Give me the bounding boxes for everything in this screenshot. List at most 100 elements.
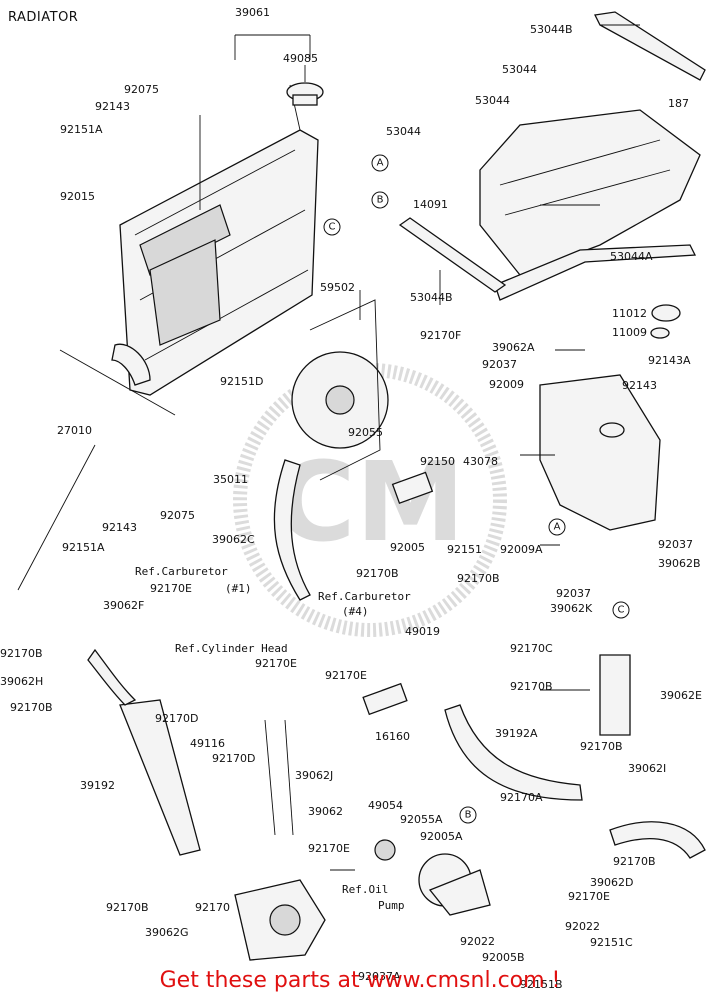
part-label: 39062E	[660, 689, 702, 702]
ref-label: Ref.Carburetor	[318, 590, 411, 603]
part-label: 92075	[124, 83, 159, 96]
svg-text:B: B	[465, 810, 472, 821]
part-label: 92170D	[212, 752, 255, 765]
reservoir-tank	[539, 304, 681, 531]
part-label: 92151D	[220, 375, 263, 388]
part-label: 92151	[447, 543, 482, 556]
callout-b: B	[371, 191, 389, 209]
part-label: 92037	[556, 587, 591, 600]
part-label: 39062G	[145, 926, 189, 939]
part-label: 92170B	[10, 701, 53, 714]
part-label: 53044	[502, 63, 537, 76]
part-label: 59502	[320, 281, 355, 294]
part-label: 39062B	[658, 557, 701, 570]
part-label: 92143	[102, 521, 137, 534]
part-label: 49019	[405, 625, 440, 638]
callout-c: C	[323, 218, 341, 236]
part-label: 92005	[390, 541, 425, 554]
part-label: 92170B	[0, 647, 43, 660]
part-label: 92151B	[520, 978, 563, 991]
part-label: 92009	[489, 378, 524, 391]
part-label: 92151A	[60, 123, 103, 136]
callout-b: B	[459, 806, 477, 824]
fuel-filter	[362, 471, 434, 716]
part-label: 92170B	[457, 572, 500, 585]
ref-label: Pump	[378, 899, 405, 912]
part-label: 39062K	[550, 602, 593, 615]
part-label: 92143	[95, 100, 130, 113]
part-label: 92170B	[580, 740, 623, 753]
ref-label: Ref.Carburetor	[135, 565, 228, 578]
thermostat-housing	[374, 839, 491, 916]
part-label: 49054	[368, 799, 403, 812]
part-label: 92170D	[155, 712, 198, 725]
promo-banner[interactable]: Get these parts at www.cmsnl.com !	[159, 968, 561, 993]
callout-c: C	[612, 601, 630, 619]
part-label: 39061	[235, 6, 270, 19]
part-label: 92143	[622, 379, 657, 392]
part-labels: 39061 49085 92075 92143 92151A 92015 530…	[0, 6, 702, 991]
svg-text:B: B	[377, 195, 384, 206]
part-label: 53044	[475, 94, 510, 107]
part-label: 92143A	[648, 354, 691, 367]
part-label: 187	[668, 97, 689, 110]
part-label: 92170E	[308, 842, 350, 855]
part-label: 92055A	[400, 813, 443, 826]
part-label: 92075	[160, 509, 195, 522]
part-label: 14091	[413, 198, 448, 211]
part-label: 53044B	[410, 291, 453, 304]
part-label: 92022	[565, 920, 600, 933]
part-label: 92170E	[150, 582, 192, 595]
water-pump	[234, 879, 326, 961]
part-label: 53044	[386, 125, 421, 138]
ref-label: (#4)	[342, 605, 369, 618]
part-label: 92015	[60, 190, 95, 203]
part-label: 11009	[612, 326, 647, 339]
part-label: 53044B	[530, 23, 573, 36]
ref-label: Ref.Cylinder Head	[175, 642, 288, 655]
part-label: 39062F	[103, 599, 144, 612]
part-label: 49085	[283, 52, 318, 65]
part-label: 92037A	[358, 970, 401, 983]
part-label: 92005B	[482, 951, 525, 964]
ref-label: Ref.Oil	[342, 883, 388, 896]
hoses	[87, 459, 706, 859]
svg-text:C: C	[329, 222, 336, 233]
part-label: 92170A	[500, 791, 543, 804]
part-label: 92170B	[356, 567, 399, 580]
radiator-cap	[286, 82, 324, 106]
svg-text:C: C	[618, 605, 625, 616]
part-label: 35011	[213, 473, 248, 486]
svg-text:CM: CM	[275, 438, 465, 566]
part-label: 27010	[57, 424, 92, 437]
part-label: 92037	[482, 358, 517, 371]
callouts: A B C A C B	[323, 154, 630, 824]
part-label: 92150	[420, 455, 455, 468]
part-label: 16160	[375, 730, 410, 743]
part-label: 39062A	[492, 341, 535, 354]
part-label: 92009A	[500, 543, 543, 556]
reference-labels: Ref.Carburetor (#1) Ref.Carburetor (#4) …	[135, 565, 411, 912]
part-label: 49116	[190, 737, 225, 750]
part-label: 11012	[612, 307, 647, 320]
part-label: 39062D	[590, 876, 633, 889]
ref-label: (#1)	[225, 582, 252, 595]
svg-text:A: A	[554, 522, 561, 533]
part-label: 92170B	[613, 855, 656, 868]
part-label: 92170E	[325, 669, 367, 682]
part-label: 92170	[195, 901, 230, 914]
part-label: 39192	[80, 779, 115, 792]
part-label: 39192A	[495, 727, 538, 740]
radiator	[111, 84, 319, 396]
callout-a: A	[548, 518, 566, 536]
part-label: 39062J	[295, 769, 333, 782]
part-label: 39062C	[212, 533, 255, 546]
part-label: 92170E	[568, 890, 610, 903]
part-label: 39062I	[628, 762, 666, 775]
part-label: 53044A	[610, 250, 653, 263]
part-label: 92055	[348, 426, 383, 439]
cooling-fan	[291, 299, 389, 481]
part-label: 92151C	[590, 936, 633, 949]
